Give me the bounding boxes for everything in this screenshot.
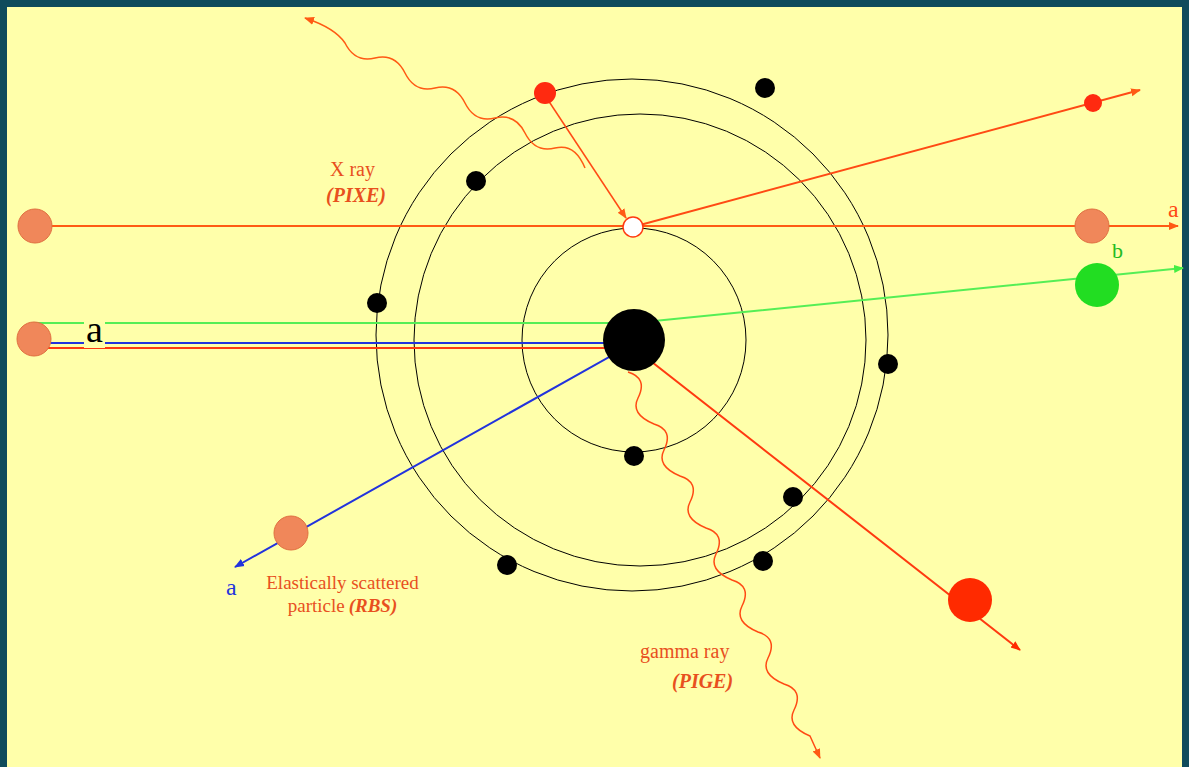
- particle-label: a: [226, 574, 237, 602]
- product-particle: [1075, 263, 1119, 307]
- particle-label: a: [1168, 196, 1179, 224]
- gamma-wave: [628, 372, 820, 758]
- outer-electron: [534, 82, 556, 104]
- electrons: [367, 78, 898, 575]
- vacancy: [623, 217, 643, 237]
- inner-shell: [522, 228, 746, 452]
- recoil-nucleus: [948, 578, 992, 622]
- technique-label: (PIXE): [326, 184, 386, 207]
- nucleus: [603, 309, 665, 371]
- particle-label: b: [1112, 238, 1123, 263]
- projectiles: [17, 209, 1109, 550]
- annotation-label: X ray: [330, 158, 375, 181]
- ejected-electron: [1084, 94, 1102, 112]
- particle-label: a: [84, 310, 105, 348]
- nuclear-reaction-path: [33, 268, 1183, 323]
- background: [7, 7, 1182, 767]
- technique-label: (PIGE): [672, 670, 733, 693]
- annotation-block: Elastically scattered particle (RBS): [250, 572, 435, 618]
- ejected-electron-path: [640, 90, 1140, 225]
- pixe-beam: [35, 225, 1178, 227]
- technique-label: (RBS): [349, 595, 398, 616]
- electron-transition: [548, 100, 626, 218]
- rbs-path: [33, 343, 634, 567]
- outer-shell: [376, 79, 888, 591]
- x-ray-wave: [305, 18, 585, 168]
- recoil-path: [33, 348, 1020, 650]
- annotation-label: gamma ray: [640, 640, 729, 663]
